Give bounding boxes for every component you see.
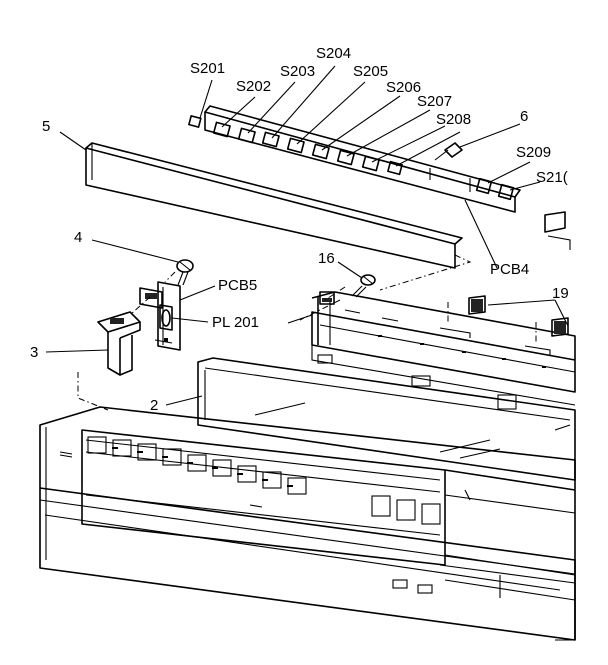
front-panel bbox=[39, 406, 576, 641]
pcb5-board bbox=[139, 281, 181, 351]
label-s210: S21( bbox=[536, 169, 568, 186]
leader-lines bbox=[45, 65, 569, 406]
label-4: 4 bbox=[74, 229, 82, 246]
front-panel-buttons bbox=[87, 436, 441, 594]
label-s206: S206 bbox=[386, 79, 421, 96]
label-6: 6 bbox=[520, 108, 528, 125]
right-edge-part bbox=[544, 211, 571, 250]
label-s201: S201 bbox=[190, 60, 225, 77]
holder-frame bbox=[311, 291, 576, 410]
pcb4-board bbox=[188, 105, 521, 213]
label-s203: S203 bbox=[280, 63, 315, 80]
window-part-2 bbox=[197, 357, 576, 481]
part-labels: S201 S202 S203 S204 S205 S206 S207 S208 … bbox=[30, 45, 569, 414]
label-2: 2 bbox=[150, 397, 158, 414]
label-5: 5 bbox=[42, 118, 50, 135]
label-pcb5: PCB5 bbox=[218, 277, 257, 294]
bracket-part-3 bbox=[97, 311, 141, 376]
label-s202: S202 bbox=[236, 78, 271, 95]
screw-part-6 bbox=[434, 142, 463, 161]
part-19-blocks bbox=[447, 295, 569, 344]
label-s207: S207 bbox=[417, 93, 452, 110]
label-pcb4: PCB4 bbox=[490, 261, 529, 278]
label-pl201: PL 201 bbox=[212, 314, 259, 331]
label-s204: S204 bbox=[316, 45, 351, 62]
strip-part-5 bbox=[85, 142, 463, 269]
label-16: 16 bbox=[318, 250, 335, 267]
screw-part-16 bbox=[351, 274, 376, 298]
screw-part-4 bbox=[176, 259, 194, 286]
label-s208: S208 bbox=[436, 111, 471, 128]
label-3: 3 bbox=[30, 344, 38, 361]
label-19: 19 bbox=[552, 285, 569, 302]
label-s209: S209 bbox=[516, 144, 551, 161]
label-s205: S205 bbox=[353, 63, 388, 80]
